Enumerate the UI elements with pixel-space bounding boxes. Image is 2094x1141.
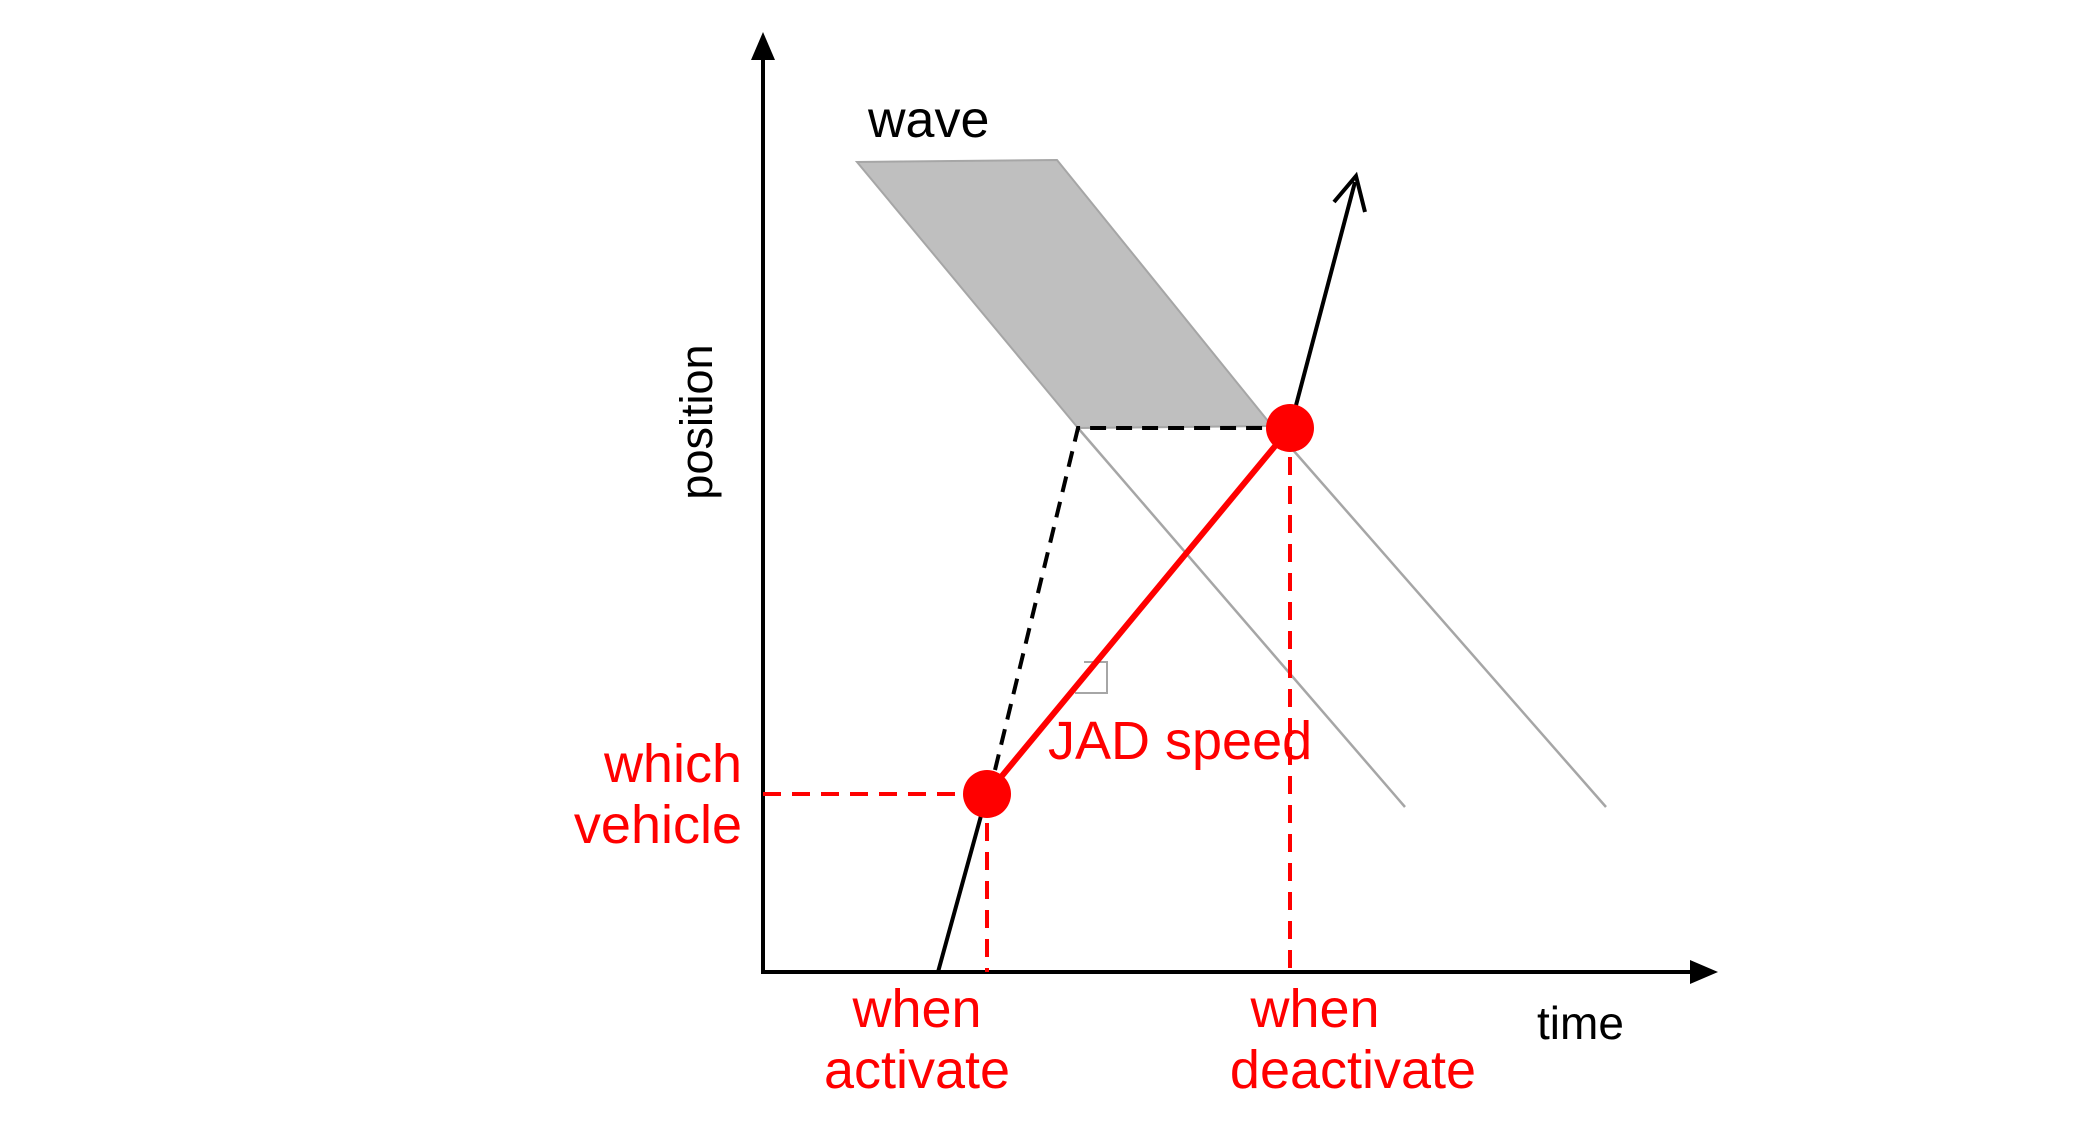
- which-vehicle-line-1: which: [603, 734, 742, 794]
- wave-band: [854, 158, 1275, 430]
- when-activate-label: when activate: [787, 979, 1047, 1101]
- activation-point: [963, 770, 1011, 818]
- jad-speed-label: JAD speed: [1048, 711, 1313, 771]
- trajectory-initial: [936, 793, 989, 973]
- trajectory-arrowhead: [1332, 171, 1367, 213]
- wave-edge-upper: [1271, 425, 1607, 808]
- trajectory-after: [1288, 181, 1357, 429]
- wave-label: wave: [868, 91, 990, 149]
- when-activate-line-1: when: [852, 979, 982, 1039]
- trajectory-without-jad: [993, 426, 1268, 771]
- wave-edge-lower: [1077, 427, 1406, 808]
- deactivation-point: [1266, 404, 1314, 452]
- when-deactivate-label: when deactivate: [1178, 979, 1528, 1101]
- x-axis-label: time: [1537, 997, 1624, 1049]
- y-axis-label: position: [671, 344, 722, 499]
- which-vehicle-line-2: vehicle: [573, 795, 742, 856]
- which-vehicle-label: which vehicle: [520, 734, 742, 856]
- when-deactivate-line-2: deactivate: [1229, 1040, 1477, 1101]
- y-axis-arrowhead: [751, 32, 775, 60]
- when-deactivate-line-1: when: [1250, 979, 1380, 1039]
- jad-trajectory: [984, 426, 1293, 796]
- when-activate-line-2: activate: [823, 1040, 1011, 1101]
- x-axis-arrowhead: [1690, 960, 1718, 984]
